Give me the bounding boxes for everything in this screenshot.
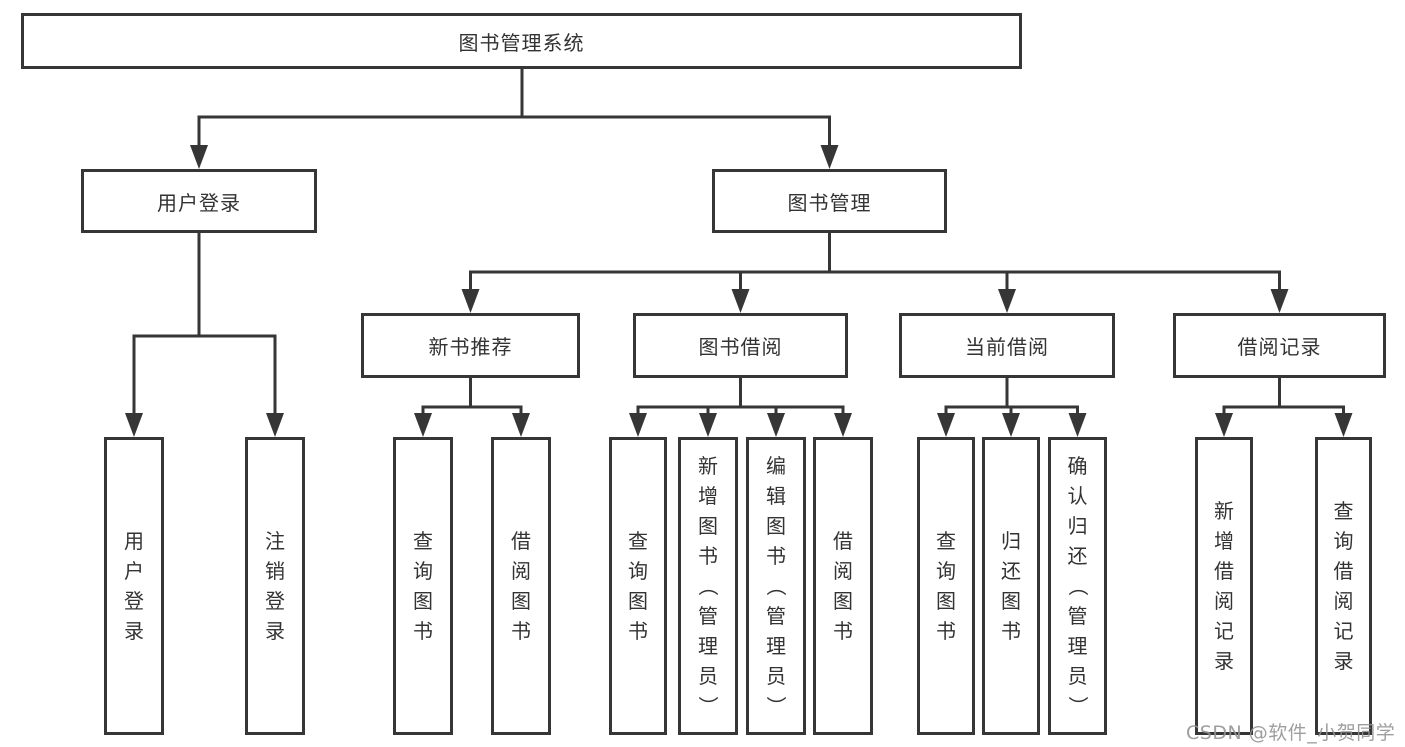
node-leaf-query-book-1: 查询图书 [393, 437, 453, 735]
leaf-label: 确认归还（管理员） [1065, 454, 1090, 716]
connector-borrowrecord-to-children [1222, 378, 1345, 415]
node-leaf-user-login: 用户登录 [104, 437, 164, 735]
node-leaf-confirm-return-admin: 确认归还（管理员） [1048, 437, 1107, 735]
leaf-label: 归还图书 [1001, 529, 1021, 643]
node-user-login: 用户登录 [81, 169, 317, 233]
connector-userlogin-to-children [132, 233, 277, 415]
connector-currentborrow-to-children [944, 378, 1079, 415]
arrowhead-icon [834, 413, 852, 437]
arrowhead-icon [1002, 413, 1020, 437]
leaf-label: 借阅图书 [833, 529, 853, 643]
node-leaf-edit-book-admin: 编辑图书（管理员） [746, 437, 806, 735]
connector-bookmgmt-to-level3 [469, 233, 1281, 291]
arrowhead-icon [461, 289, 480, 313]
node-leaf-add-book-admin: 新增图书（管理员） [678, 437, 738, 735]
node-leaf-return-book: 归还图书 [982, 437, 1040, 735]
leaf-label: 查询图书 [628, 529, 648, 643]
arrowhead-icon [629, 413, 647, 437]
arrowhead-icon [266, 413, 284, 437]
arrowhead-icon [1270, 289, 1289, 313]
arrowhead-icon [820, 145, 839, 169]
arrowhead-icon [1215, 413, 1233, 437]
node-new-book-recommend: 新书推荐 [361, 313, 580, 378]
arrowhead-icon [699, 413, 717, 437]
connector-root-to-level2 [197, 69, 831, 147]
leaf-label: 编辑图书（管理员） [764, 454, 788, 716]
leaf-label: 新增图书（管理员） [696, 454, 720, 716]
node-leaf-add-borrow-record: 新增借阅记录 [1195, 437, 1253, 735]
arrowhead-icon [731, 289, 750, 313]
node-leaf-query-book-2: 查询图书 [609, 437, 667, 735]
node-current-borrow: 当前借阅 [899, 313, 1115, 378]
node-borrow-record: 借阅记录 [1173, 313, 1386, 378]
arrowhead-icon [998, 289, 1016, 313]
node-book-borrow: 图书借阅 [633, 313, 848, 378]
leaf-label: 借阅图书 [511, 529, 531, 643]
leaf-label: 查询图书 [413, 529, 433, 643]
arrowhead-icon [1334, 413, 1353, 437]
leaf-label: 注销登录 [265, 529, 285, 643]
leaf-label: 查询图书 [936, 529, 956, 643]
connector-newrec-to-children [421, 378, 523, 415]
node-leaf-borrow-book-1: 借阅图书 [491, 437, 551, 735]
node-root-library-system: 图书管理系统 [21, 13, 1022, 69]
arrowhead-icon [512, 413, 530, 437]
node-leaf-borrow-book-2: 借阅图书 [813, 437, 873, 735]
leaf-label: 新增借阅记录 [1214, 499, 1234, 673]
arrowhead-icon [125, 413, 143, 437]
node-leaf-query-book-3: 查询图书 [917, 437, 975, 735]
arrowhead-icon [190, 145, 208, 169]
arrowhead-icon [414, 413, 432, 437]
node-leaf-logout: 注销登录 [245, 437, 305, 735]
leaf-label: 用户登录 [124, 529, 144, 643]
node-book-management: 图书管理 [712, 169, 947, 233]
connector-bookborrow-to-children [636, 378, 845, 415]
csdn-watermark: CSDN @软件_小贺同学 [1186, 722, 1396, 744]
arrowhead-icon [1068, 413, 1087, 437]
node-leaf-query-borrow-record: 查询借阅记录 [1315, 437, 1372, 735]
arrowhead-icon [767, 413, 785, 437]
arrowhead-icon [937, 413, 955, 437]
leaf-label: 查询借阅记录 [1333, 499, 1354, 673]
